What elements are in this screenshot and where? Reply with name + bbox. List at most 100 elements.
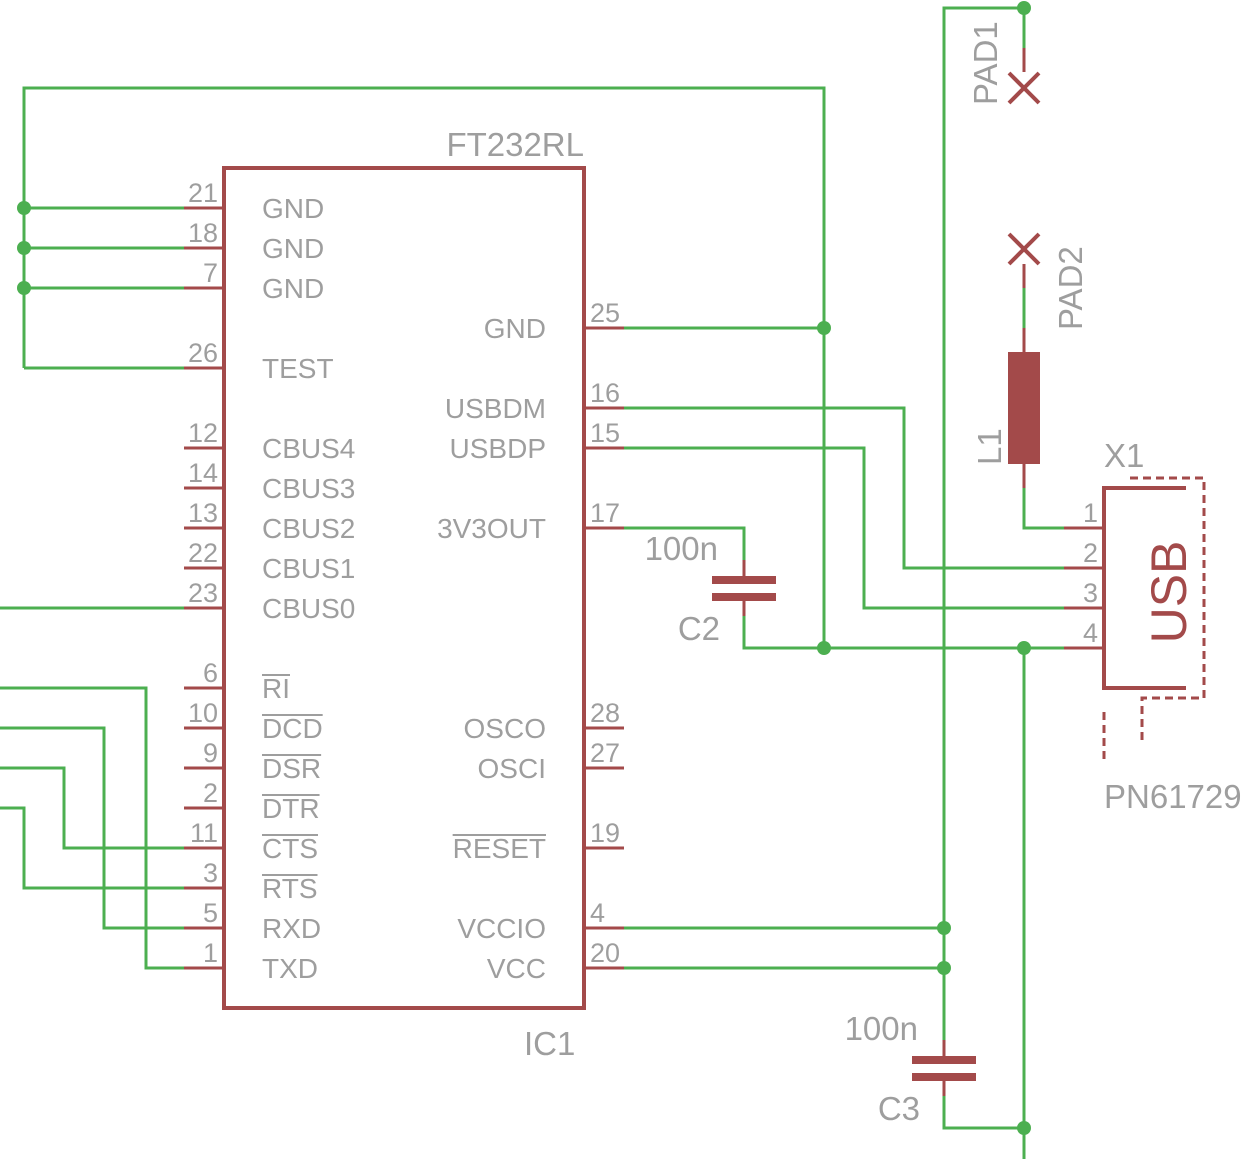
x1-body bbox=[1102, 486, 1186, 690]
pin-number: 12 bbox=[188, 418, 218, 448]
pin-number: 1 bbox=[203, 938, 218, 968]
pin-name: VCC bbox=[487, 953, 546, 984]
ic-pins-right: 25GND16USBDM15USBDP173V3OUT28OSCO27OSCI1… bbox=[437, 298, 624, 984]
ic-pin: 17 3V3OUT bbox=[437, 498, 624, 544]
ic-name: FT232RL bbox=[446, 126, 584, 163]
junction-dot bbox=[937, 961, 951, 975]
junction-dot bbox=[817, 321, 831, 335]
pin-number: 11 bbox=[190, 818, 218, 848]
pin-name: USBDP bbox=[450, 433, 546, 464]
pin-number: 20 bbox=[590, 938, 620, 968]
pad1: PAD1 bbox=[967, 21, 1041, 105]
pin-name: VCCIO bbox=[457, 913, 546, 944]
junction-dot bbox=[17, 241, 31, 255]
junction-dot bbox=[1017, 641, 1031, 655]
pin-number: 16 bbox=[590, 378, 620, 408]
wires bbox=[0, 6, 1066, 1159]
gnd-net-left bbox=[22, 86, 826, 648]
wire-3v3out bbox=[624, 526, 746, 560]
x1-usb-label: USB bbox=[1141, 541, 1197, 644]
c3-ref: C3 bbox=[878, 1090, 920, 1127]
junctions bbox=[17, 1, 1031, 1135]
x1-pin: 3 bbox=[1064, 578, 1104, 610]
pin-name: OSCO bbox=[464, 713, 546, 744]
pad1-ref: PAD1 bbox=[967, 21, 1004, 105]
pin-name: CBUS0 bbox=[262, 593, 355, 624]
pin-name: OSCI bbox=[478, 753, 546, 784]
pin-number: 1 bbox=[1083, 498, 1098, 528]
pin-number: 10 bbox=[188, 698, 218, 728]
x1-pin: 1 bbox=[1064, 498, 1104, 530]
pin-number: 14 bbox=[188, 458, 218, 488]
pin-name: RI bbox=[262, 673, 290, 704]
pin-name: TEST bbox=[262, 353, 334, 384]
pin-number: 15 bbox=[590, 418, 620, 448]
pin-name: DTR bbox=[262, 793, 320, 824]
pin-name: CBUS4 bbox=[262, 433, 355, 464]
pin-name: RTS bbox=[262, 873, 318, 904]
pin-number: 3 bbox=[1083, 578, 1098, 608]
pin-name: USBDM bbox=[445, 393, 546, 424]
pin-name: CBUS3 bbox=[262, 473, 355, 504]
pin-number: 21 bbox=[188, 178, 218, 208]
x1-ref: X1 bbox=[1104, 437, 1144, 474]
pin-number: 6 bbox=[203, 658, 218, 688]
pin-name: CBUS2 bbox=[262, 513, 355, 544]
c3-value: 100n bbox=[845, 1010, 918, 1047]
pin-number: 19 bbox=[590, 818, 620, 848]
capacitor-c3: 100n C3 bbox=[845, 1010, 976, 1127]
c2-value: 100n bbox=[645, 530, 718, 567]
pin-number: 27 bbox=[590, 738, 620, 768]
pin-name: TXD bbox=[262, 953, 318, 984]
capacitor-c2: 100n C2 bbox=[645, 530, 776, 647]
pin-name: CTS bbox=[262, 833, 318, 864]
pin-number: 28 bbox=[590, 698, 620, 728]
pin-number: 4 bbox=[1083, 618, 1098, 648]
pin-name: GND bbox=[262, 273, 324, 304]
pin-name: DCD bbox=[262, 713, 323, 744]
wire-l1-usb1 bbox=[1022, 488, 1066, 530]
wire-cts bbox=[0, 766, 186, 850]
ic-ref: IC1 bbox=[524, 1025, 575, 1062]
wire-gnd-usb4 bbox=[742, 616, 1066, 650]
x1-pins: 1 2 3 4 bbox=[1064, 498, 1104, 650]
wire-c3-gnd bbox=[942, 1096, 1024, 1130]
ic-body bbox=[222, 166, 586, 1010]
junction-dot bbox=[17, 281, 31, 295]
pin-name: RXD bbox=[262, 913, 321, 944]
pin-name: RESET bbox=[453, 833, 546, 864]
c2-ref: C2 bbox=[678, 610, 720, 647]
pin-number: 2 bbox=[1083, 538, 1098, 568]
pin-name: 3V3OUT bbox=[437, 513, 546, 544]
wire-txd bbox=[0, 686, 186, 970]
inductor-l1: L1 bbox=[971, 328, 1040, 488]
c3-plate-bottom bbox=[912, 1073, 976, 1081]
c2-plate-top bbox=[712, 576, 776, 584]
wire-rxd bbox=[0, 726, 186, 930]
pin-number: 17 bbox=[590, 498, 620, 528]
x1-outline-dashed bbox=[1130, 476, 1206, 745]
pin-number: 23 bbox=[188, 578, 218, 608]
junction-dot bbox=[1017, 1121, 1031, 1135]
x1-pin: 2 bbox=[1064, 538, 1104, 570]
